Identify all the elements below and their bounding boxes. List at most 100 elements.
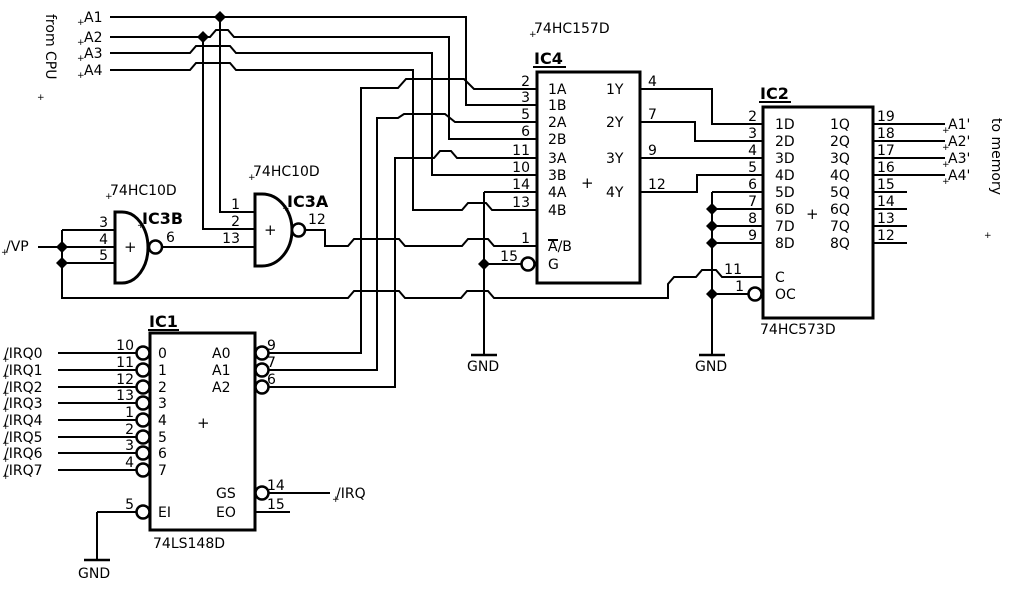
label-tick: +: [942, 126, 950, 136]
ic1-pin-num: 7: [267, 355, 276, 371]
ic2-pin-num: 7: [748, 194, 757, 210]
net-label-irq3: /IRQ3: [4, 396, 43, 412]
ic4-pin-name: 3B: [548, 168, 567, 184]
ic1-pin-name: A2: [212, 380, 230, 396]
ic4-pin-num: 6: [521, 124, 530, 140]
ic4-pin-name: 3A: [548, 151, 567, 167]
ic1-pin-num: 11: [116, 355, 134, 371]
ic2-pin-num: 19: [877, 109, 895, 125]
ic1-labels: IC1 74LS148D + 10 11 12 13 1 2 3 4 5 0 1…: [116, 312, 285, 552]
ic2-pin-num: 17: [877, 143, 895, 159]
net-label-irq2: /IRQ2: [4, 380, 43, 396]
ic4-pin-name-ab: A/B: [548, 239, 572, 255]
wire-vp-to-latch-c: [61, 230, 763, 299]
latch-output-wires: [873, 123, 945, 244]
ic1-pin-name: 1: [158, 363, 167, 379]
bubble: [135, 504, 151, 520]
wire-a2-to-ic3a: [202, 37, 255, 230]
bubble: [135, 462, 151, 478]
ic3a-pin-num: 13: [222, 231, 240, 247]
ic2-part-number: 74HC573D: [760, 322, 836, 338]
ic4-pin-name: 2Y: [606, 115, 624, 131]
ic1-pin-name: 0: [158, 346, 167, 362]
ic2-pin-name: 8Q: [830, 236, 850, 252]
ic4-body: [535, 70, 642, 285]
bubble-ic3a-out: [290, 222, 307, 238]
junction: [706, 220, 718, 232]
bubble-ic4-g: [520, 256, 536, 272]
ic2-pin-num: 16: [877, 160, 895, 176]
ic3b-pin-num: 4: [99, 232, 108, 248]
label-tick: +: [942, 160, 950, 170]
bubble: [135, 429, 151, 445]
bubble: [254, 379, 270, 395]
ic2-pin-num: 15: [877, 177, 895, 193]
net-label-a1: A1: [84, 10, 102, 26]
ic1-origin-mark: +: [197, 414, 210, 432]
junction: [56, 241, 68, 253]
ic3b-reference: IC3B: [142, 209, 183, 228]
net-label-irq1: /IRQ1: [4, 363, 43, 379]
ic4-pin-name: G: [548, 257, 559, 273]
net-label-irq0: /IRQ0: [4, 346, 43, 362]
ic4-pin-name: 4A: [548, 185, 567, 201]
ic4-pin-name: 1A: [548, 82, 567, 98]
ic2-pin-num: 9: [748, 228, 757, 244]
net-label-a2: A2: [84, 30, 102, 46]
ic4-origin-mark: +: [581, 174, 594, 192]
ic3b-part-number: 74HC10D: [110, 183, 177, 199]
ic4-labels: 74HC157D + IC4 + 2 3 5 6 11 10 14 13 1 1…: [500, 21, 666, 273]
junction: [56, 257, 68, 269]
label-tick: +: [942, 177, 950, 187]
ic2-pin-name: 3D: [775, 151, 795, 167]
label-tick: +: [77, 71, 85, 81]
ic1-pin-name: 6: [158, 446, 167, 462]
label-tick: +: [529, 30, 537, 40]
ic2-pin-name: 1Q: [830, 117, 850, 133]
bubble: [135, 379, 151, 395]
ic1-pin-num: 9: [267, 338, 276, 354]
gnd-label-ic2: GND: [695, 359, 727, 375]
ic3b-pin-num: 6: [166, 230, 175, 246]
net-label-irq5: /IRQ5: [4, 430, 43, 446]
ic2-pin-num: 8: [748, 211, 757, 227]
ic2-pin-name: 8D: [775, 236, 795, 252]
ic4-pin-name: 1B: [548, 98, 567, 114]
net-label-a1p: A1': [948, 117, 970, 133]
label-tick: +: [2, 472, 10, 482]
ic4-pin-name: 2A: [548, 115, 567, 131]
wire-a2enc: [269, 150, 537, 388]
junction: [706, 203, 718, 215]
net-label-vp: /VP: [6, 239, 29, 255]
ic4-part-number: 74HC157D: [534, 21, 610, 37]
ic1-pin-name: EO: [216, 505, 236, 521]
ic3a-origin-mark: +: [264, 221, 277, 239]
bubble: [254, 362, 270, 378]
ic2-pin-name: 7D: [775, 219, 795, 235]
ic4-reference: IC4: [534, 49, 563, 68]
label-tick: +: [2, 372, 10, 382]
ic3b-origin-mark: +: [124, 238, 137, 256]
wire-ic3a-out-to-ab: [305, 229, 537, 247]
ic2-pin-name: 6Q: [830, 202, 850, 218]
ic2-pin-name: C: [775, 270, 785, 286]
label-tick: +: [332, 495, 340, 505]
ic1-pin-name: A1: [212, 363, 230, 379]
bubble-ic3b-out: [147, 239, 164, 255]
label-tick: +: [2, 355, 10, 365]
ic3b-pin-num: 3: [99, 215, 108, 231]
wire-2y-2d: [640, 121, 763, 142]
label-tick: +: [2, 455, 10, 465]
label-tick: +: [282, 204, 290, 214]
junction: [214, 11, 226, 23]
ic3a-reference: IC3A: [287, 192, 329, 211]
net-labels: A1 + A2 + A3 + A4 + from CPU + /VP + /IR…: [1, 10, 1004, 582]
ic2-pin-name: 2D: [775, 134, 795, 150]
ic3a-labels: 74HC10D + IC3A + + 1 2 13 12: [222, 164, 329, 247]
ic1-pin-num: 6: [267, 372, 276, 388]
ic3a-pin-num: 12: [308, 212, 326, 228]
wire-a2: [110, 29, 537, 140]
ic4-pin-name: 4Y: [606, 185, 624, 201]
ic1-pin-num: 13: [116, 388, 134, 404]
ic2-pin-num: 5: [748, 160, 757, 176]
